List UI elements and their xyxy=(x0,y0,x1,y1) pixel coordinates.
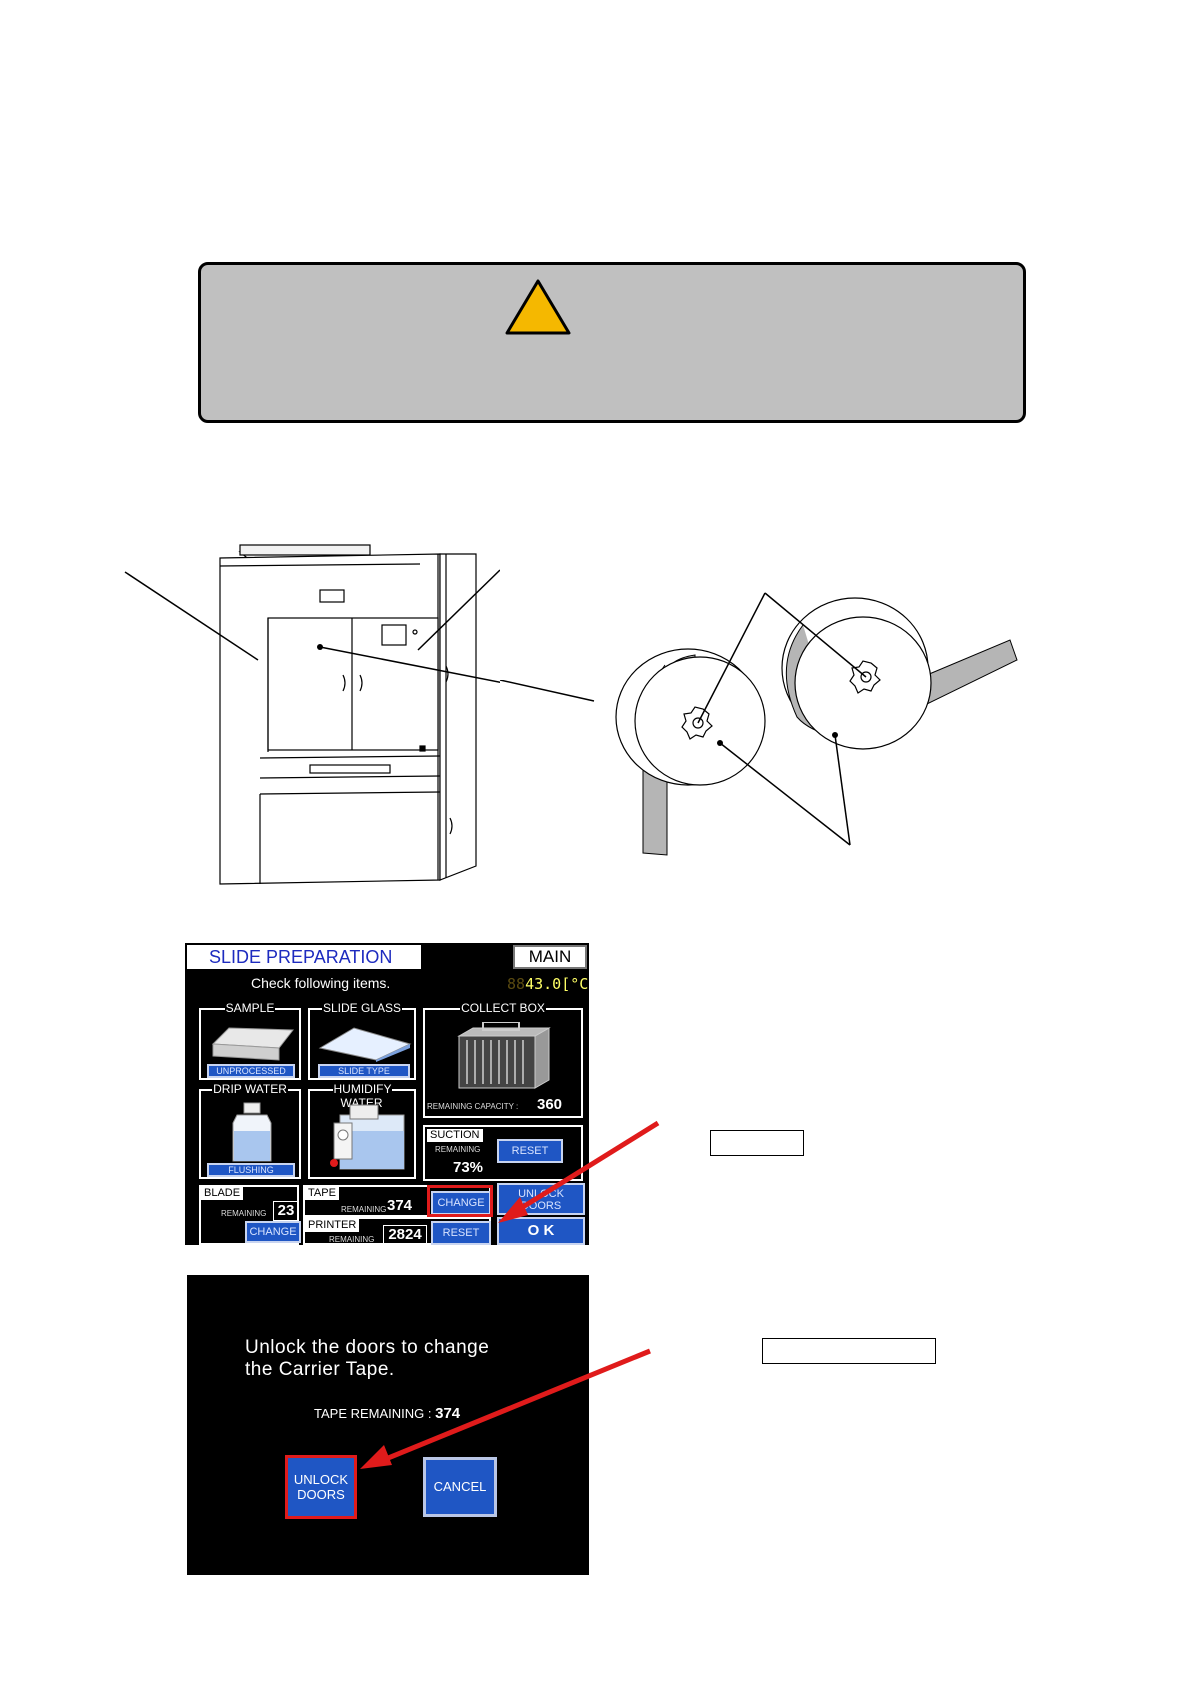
humidify-water-group: HUMIDIFY WATER xyxy=(308,1082,416,1179)
sample-cassette-icon xyxy=(211,1027,294,1061)
leader-line-extension xyxy=(500,680,595,702)
drip-water-group: DRIP WATER FLUSHING xyxy=(199,1082,301,1179)
suction-label: SUCTION xyxy=(427,1129,483,1142)
blade-change-button[interactable]: CHANGE xyxy=(245,1221,301,1243)
temperature-unit: [°C] xyxy=(561,975,589,993)
unlock-message: Unlock the doors to change the Carrier T… xyxy=(245,1337,490,1380)
water-bottle-icon xyxy=(232,1102,272,1162)
ok-button[interactable]: O K xyxy=(497,1217,585,1245)
printer-remaining-value: 2824 xyxy=(383,1225,427,1245)
blank-label-box-1 xyxy=(710,1130,804,1156)
suction-reset-button[interactable]: RESET xyxy=(497,1139,563,1163)
collect-box-label: COLLECT BOX xyxy=(460,1001,546,1015)
caution-box xyxy=(198,262,1026,423)
machine-illustration xyxy=(124,544,500,885)
instruction-text: Check following items. xyxy=(251,975,391,991)
collect-box-group: COLLECT BOX REMAINING CAPACITY : 360 xyxy=(423,1001,583,1118)
tape-remaining-value: 374 xyxy=(387,1197,413,1214)
sample-group: SAMPLE UNPROCESSED xyxy=(199,1001,301,1080)
printer-group: PRINTER REMAINING 2824 RESET xyxy=(303,1217,491,1245)
sample-label: SAMPLE xyxy=(224,1001,276,1015)
red-arrow-2 xyxy=(360,1348,651,1469)
unlock-doors-button[interactable]: UNLOCK DOORS xyxy=(285,1455,357,1519)
remaining-capacity-label: REMAINING CAPACITY : xyxy=(427,1102,519,1111)
blade-remaining-value: 23 xyxy=(273,1201,299,1221)
printer-remaining-label: REMAINING xyxy=(329,1235,375,1244)
drip-water-label: DRIP WATER xyxy=(212,1082,288,1096)
slide-type-button[interactable]: SLIDE TYPE xyxy=(318,1064,410,1078)
temperature-value: 43.0 xyxy=(525,975,562,993)
suction-remaining-label: REMAINING xyxy=(435,1145,481,1154)
blade-remaining-label: REMAINING xyxy=(221,1209,267,1218)
blade-label: BLADE xyxy=(201,1187,244,1200)
warning-triangle-icon xyxy=(505,279,571,335)
unlock-doors-screen: Unlock the doors to change the Carrier T… xyxy=(187,1275,589,1575)
tape-label: TAPE xyxy=(305,1187,339,1200)
screen-title: SLIDE PREPARATION xyxy=(187,945,421,969)
printer-reset-button[interactable]: RESET xyxy=(431,1221,491,1245)
printer-label: PRINTER xyxy=(305,1219,360,1232)
flushing-button[interactable]: FLUSHING xyxy=(207,1163,295,1177)
tape-remaining-label: REMAINING xyxy=(341,1205,387,1214)
blade-group: BLADE REMAINING 23 CHANGE xyxy=(199,1185,301,1245)
temperature-ghost-digits: 88 xyxy=(507,975,526,993)
slide-glass-group: SLIDE GLASS SLIDE TYPE xyxy=(308,1001,416,1080)
temperature-readout: 8843.0[°C] xyxy=(507,975,589,993)
red-arrow-1 xyxy=(498,1120,660,1223)
remaining-capacity-value: 360 xyxy=(537,1096,563,1113)
collect-box-icon xyxy=(457,1022,551,1089)
humidify-tank-icon xyxy=(330,1104,405,1170)
suction-percent: 73% xyxy=(453,1159,484,1176)
unprocessed-button[interactable]: UNPROCESSED xyxy=(207,1064,295,1078)
blank-label-box-2 xyxy=(762,1338,936,1364)
cancel-button[interactable]: CANCEL xyxy=(423,1457,497,1517)
suction-group: SUCTION REMAINING 73% RESET xyxy=(423,1125,583,1181)
main-button[interactable]: MAIN xyxy=(513,945,587,969)
slide-glass-label: SLIDE GLASS xyxy=(321,1001,403,1015)
tape-change-highlight xyxy=(427,1185,493,1217)
tape-reels-illustration xyxy=(615,592,1018,856)
tape-remaining-text: TAPE REMAINING : 374 xyxy=(314,1405,461,1422)
slide-glass-icon xyxy=(318,1027,412,1062)
slide-preparation-screen: SLIDE PREPARATION MAIN Check following i… xyxy=(185,943,589,1245)
